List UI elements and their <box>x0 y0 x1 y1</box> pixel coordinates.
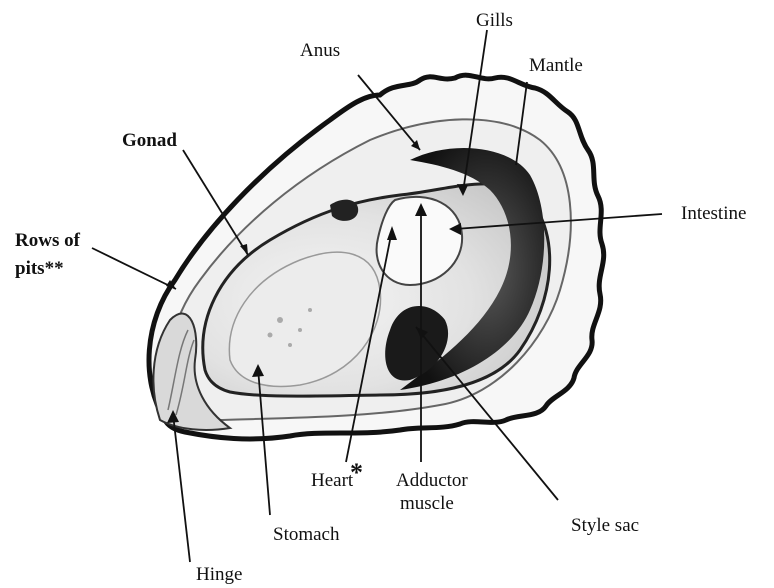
label-heart-asterisk: * <box>350 462 363 484</box>
label-adductor-line1: Adductor <box>396 470 468 492</box>
label-stomach: Stomach <box>273 524 340 546</box>
label-anus: Anus <box>300 40 340 62</box>
label-rows-of-pits-line1: Rows of <box>15 230 80 252</box>
label-intestine: Intestine <box>681 203 746 225</box>
label-hinge: Hinge <box>196 564 242 586</box>
label-gills: Gills <box>476 10 513 32</box>
label-rows-of-pits-line2: pits** <box>15 258 64 280</box>
leader-rows-of-pits <box>92 248 176 289</box>
heart-region <box>330 200 358 221</box>
label-gonad: Gonad <box>122 130 177 152</box>
label-style-sac: Style sac <box>571 515 639 537</box>
label-heart: Heart <box>311 470 353 492</box>
label-mantle: Mantle <box>529 55 583 77</box>
leader-hinge <box>173 414 190 562</box>
label-adductor-line2: muscle <box>400 493 454 515</box>
